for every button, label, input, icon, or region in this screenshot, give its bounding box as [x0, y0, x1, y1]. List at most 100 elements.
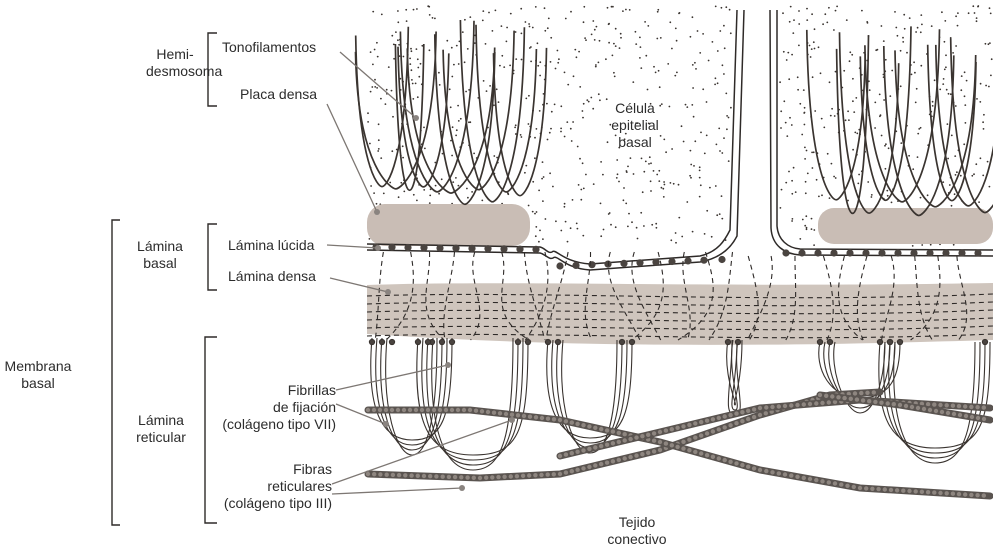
cytoplasm-dot	[801, 134, 803, 136]
cytoplasm-dot	[977, 5, 979, 7]
fiber-bead	[876, 487, 880, 491]
cytoplasm-dot	[715, 6, 717, 8]
cytoplasm-dot	[780, 127, 782, 129]
cytoplasm-dot	[441, 178, 443, 180]
fiber-bead	[516, 413, 520, 417]
fiber-bead	[945, 403, 949, 407]
cytoplasm-dot	[520, 8, 522, 10]
membrane-bead	[388, 244, 395, 251]
cytoplasm-dot	[391, 35, 393, 37]
cytoplasm-dot	[885, 143, 887, 145]
cytoplasm-dot	[592, 20, 594, 22]
cytoplasm-dot	[779, 81, 781, 83]
cytoplasm-dot	[930, 244, 932, 246]
cytoplasm-dot	[605, 58, 607, 60]
cytoplasm-dot	[481, 200, 483, 202]
cytoplasm-dot	[946, 89, 948, 91]
cytoplasm-dot	[625, 9, 627, 11]
cytoplasm-dot	[539, 75, 541, 77]
cytoplasm-dot	[834, 115, 836, 117]
cytoplasm-dot	[412, 98, 414, 100]
cytoplasm-dot	[811, 13, 813, 15]
cytoplasm-dot	[788, 78, 790, 80]
fiber-bead	[926, 402, 930, 406]
label-membrana-line1: Membrana	[0, 358, 76, 375]
fiber-bead	[836, 395, 840, 399]
fiber-bead	[975, 493, 979, 497]
fiber-bead	[970, 415, 974, 419]
cytoplasm-dot	[835, 10, 837, 12]
cytoplasm-dot	[934, 79, 936, 81]
fiber-bead	[859, 391, 863, 395]
cytoplasm-dot	[941, 11, 943, 13]
cytoplasm-dot	[473, 153, 475, 155]
cytoplasm-dot	[809, 45, 811, 47]
fiber-bead	[928, 408, 932, 412]
cytoplasm-dot	[520, 134, 522, 136]
cytoplasm-dot	[616, 177, 618, 179]
cytoplasm-dot	[909, 17, 911, 19]
membrane-bead	[942, 249, 949, 256]
cytoplasm-dot	[402, 157, 404, 159]
cytoplasm-dot	[902, 41, 904, 43]
cytoplasm-dot	[647, 25, 649, 27]
fiber-bead	[938, 491, 942, 495]
cytoplasm-dot	[424, 148, 426, 150]
cytoplasm-dot	[690, 36, 692, 38]
label-fibras-reticulares: Fibras reticulares (colágeno tipo III)	[196, 461, 332, 512]
cytoplasm-dot	[894, 11, 896, 13]
label-lamina-basal-line2: basal	[128, 255, 192, 272]
cytoplasm-dot	[557, 50, 559, 52]
fiber-bead	[480, 409, 484, 413]
fiber-bead	[723, 458, 727, 462]
cytoplasm-dot	[826, 22, 828, 24]
cytoplasm-dot	[602, 174, 604, 176]
cytoplasm-dot	[804, 124, 806, 126]
cytoplasm-dot	[450, 106, 452, 108]
cytoplasm-dot	[620, 37, 622, 39]
label-fibrillas-line1: Fibrillas	[196, 382, 336, 399]
cytoplasm-dot	[501, 55, 503, 57]
fiber-bead	[502, 475, 506, 479]
cytoplasm-dot	[891, 202, 893, 204]
fiber-bead	[617, 431, 621, 435]
cytoplasm-dot	[789, 117, 791, 119]
cytoplasm-dot	[554, 104, 556, 106]
cytoplasm-dot	[458, 120, 460, 122]
cytoplasm-dot	[855, 97, 857, 99]
cytoplasm-dot	[539, 61, 541, 63]
fiber-bead	[484, 476, 488, 480]
fiber-bead	[564, 452, 568, 456]
membrane-bead	[484, 245, 491, 252]
cytoplasm-dot	[804, 147, 806, 149]
cytoplasm-dot	[397, 10, 399, 12]
membrane-bead	[452, 245, 459, 252]
cytoplasm-dot	[367, 112, 369, 114]
cytoplasm-dot	[884, 145, 886, 147]
fiber-bead	[426, 408, 430, 412]
cytoplasm-dot	[806, 228, 808, 230]
cytoplasm-dot	[599, 40, 601, 42]
cytoplasm-dot	[521, 136, 523, 138]
cytoplasm-dot	[983, 114, 985, 116]
fiber-bead	[570, 451, 574, 455]
cytoplasm-dot	[852, 149, 854, 151]
cytoplasm-dot	[495, 10, 497, 12]
cytoplasm-dot	[486, 90, 488, 92]
fiber-bead	[853, 391, 857, 395]
fiber-bead	[570, 469, 574, 473]
cytoplasm-dot	[702, 33, 704, 35]
cytoplasm-dot	[392, 116, 394, 118]
cytoplasm-dot	[623, 187, 625, 189]
cytoplasm-dot	[498, 101, 500, 103]
cytoplasm-dot	[429, 49, 431, 51]
fiber-bead	[533, 473, 537, 477]
cytoplasm-dot	[721, 218, 723, 220]
cytoplasm-dot	[582, 162, 584, 164]
cytoplasm-dot	[625, 203, 627, 205]
label-fibrillas-line3: (colágeno tipo VII)	[196, 416, 336, 433]
cytoplasm-dot	[849, 60, 851, 62]
membrane-bead	[846, 249, 853, 256]
cytoplasm-dot	[622, 10, 624, 12]
membrane-bead	[910, 249, 917, 256]
